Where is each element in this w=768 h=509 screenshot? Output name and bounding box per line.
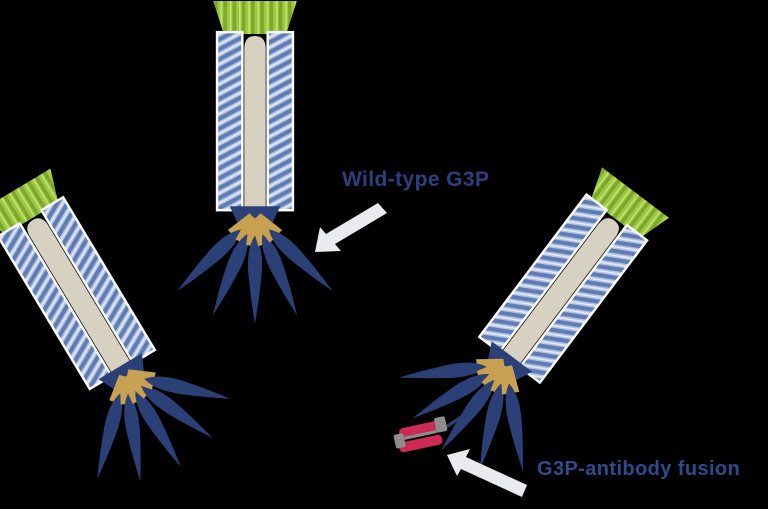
fusion-label: G3P-antibody fusion [537,458,741,480]
diagram-canvas: Wild-type G3P G3P-antibody fusion [0,0,741,509]
wild-type-label: Wild-type G3P [342,168,490,191]
antibody-icon [393,412,467,453]
wild-type-arrow-icon [315,203,387,252]
fusion-arrow-icon [447,449,527,497]
phage-middle-wild-type [169,0,341,326]
